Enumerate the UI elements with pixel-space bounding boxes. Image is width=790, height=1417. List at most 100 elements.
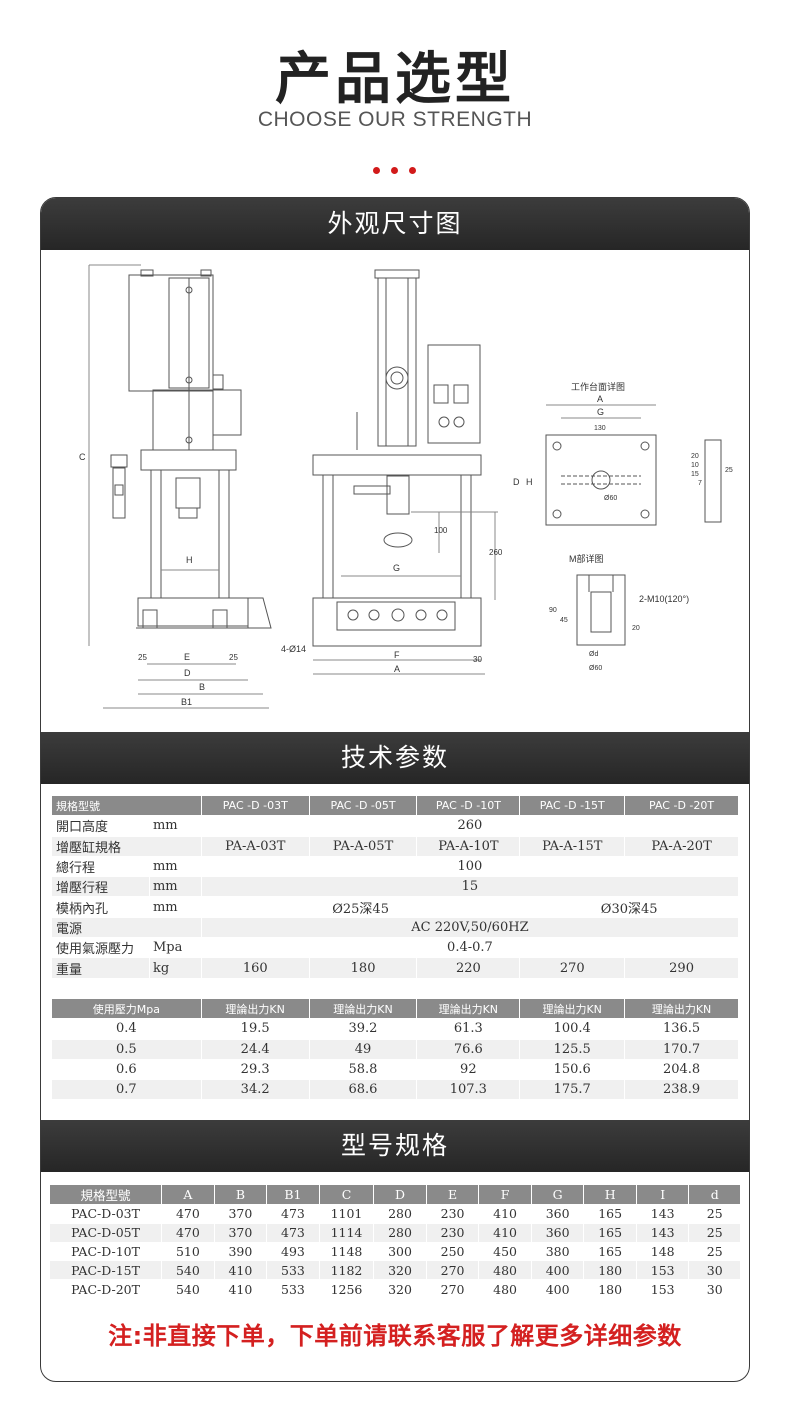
- model-header: G: [530, 1184, 585, 1205]
- label-25a: 25: [138, 653, 147, 662]
- model-header: d: [688, 1184, 741, 1205]
- model-cell: 165: [583, 1241, 637, 1262]
- spec-row-label: 增壓缸規格: [51, 835, 202, 857]
- force-cell: 39.2: [308, 1018, 418, 1040]
- force-cell: 107.3: [416, 1079, 521, 1101]
- model-cell: 480: [478, 1260, 532, 1281]
- model-cell: 380: [530, 1241, 585, 1262]
- force-cell: 136.5: [624, 1018, 739, 1040]
- spec-cell: 290: [624, 957, 739, 979]
- label-20b: 20: [632, 625, 640, 632]
- force-header: 使用壓力Mpa: [51, 997, 202, 1020]
- label-phi60: Ø60: [589, 665, 602, 672]
- spec-model: PAC -D -10T: [416, 794, 521, 817]
- label-d2: D: [513, 477, 520, 487]
- model-cell: 250: [425, 1241, 480, 1262]
- model-cell: 1256: [318, 1279, 375, 1299]
- label-h2: H: [526, 477, 533, 487]
- spec-model: PAC -D -20T: [624, 794, 739, 817]
- model-cell: 320: [373, 1279, 427, 1299]
- label-100: 100: [434, 526, 448, 535]
- model-header: 規格型號: [48, 1184, 163, 1205]
- model-cell: 30: [688, 1260, 741, 1281]
- side-view: C H E 25 25 D B B1: [79, 264, 272, 709]
- model-cell: PAC-D-20T: [48, 1279, 163, 1299]
- force-cell: 19.5: [200, 1018, 310, 1040]
- model-cell: PAC-D-10T: [48, 1241, 163, 1262]
- model-header: B1: [266, 1184, 320, 1205]
- label-c: C: [79, 452, 86, 462]
- model-cell: 410: [213, 1279, 268, 1299]
- spec-row-unit: Mpa: [148, 937, 202, 959]
- label-90: 90: [549, 607, 557, 614]
- force-cell: 34.2: [200, 1079, 310, 1101]
- spec-row-label: 開口高度: [51, 815, 150, 837]
- force-cell: 61.3: [416, 1018, 521, 1040]
- model-cell: 510: [161, 1241, 215, 1262]
- force-cell: 150.6: [519, 1058, 626, 1081]
- model-cell: 533: [266, 1279, 320, 1299]
- model-cell: 270: [425, 1279, 480, 1299]
- force-cell: 24.4: [200, 1038, 310, 1060]
- force-header: 理論出力KN: [519, 997, 626, 1020]
- spec-row-unit: mm: [148, 855, 202, 878]
- model-cell: 300: [373, 1241, 427, 1262]
- model-cell: 410: [478, 1222, 532, 1243]
- spec-row-label: 重量: [51, 957, 150, 979]
- label-45: 45: [560, 617, 568, 624]
- spec-cell: PA-A-15T: [519, 835, 626, 857]
- spec-cell: 260: [200, 815, 740, 837]
- page-title: 产品选型: [275, 47, 515, 112]
- force-cell: 0.4: [51, 1018, 202, 1040]
- model-cell: 540: [161, 1260, 215, 1281]
- spec-row-label: 使用氣源壓力: [51, 937, 150, 959]
- spec-model: PAC -D -15T: [519, 794, 626, 817]
- label-130: 130: [594, 425, 606, 432]
- model-header: C: [318, 1184, 375, 1205]
- spec-row-label: 增壓行程: [51, 876, 150, 898]
- model-cell: 320: [373, 1260, 427, 1281]
- decorative-dots: [373, 167, 417, 175]
- model-cell: 153: [635, 1279, 690, 1299]
- model-cell: 480: [478, 1279, 532, 1299]
- force-cell: 238.9: [624, 1079, 739, 1101]
- model-cell: 280: [373, 1222, 427, 1243]
- front-view: G 100 260 4-Ø14 F 30 A: [281, 269, 503, 675]
- force-cell: 29.3: [200, 1058, 310, 1081]
- force-cell: 76.6: [416, 1038, 521, 1060]
- model-cell: 1101: [318, 1204, 375, 1224]
- model-cell: 450: [478, 1241, 532, 1262]
- model-cell: 143: [635, 1204, 690, 1224]
- spec-cell: Ø30深45: [519, 896, 739, 918]
- model-header: E: [425, 1184, 480, 1205]
- label-f: F: [394, 650, 400, 660]
- model-cell: 25: [688, 1241, 741, 1262]
- force-cell: 0.7: [51, 1079, 202, 1101]
- spec-cell: PA-A-10T: [416, 835, 521, 857]
- model-cell: 360: [530, 1222, 585, 1243]
- model-cell: PAC-D-15T: [48, 1260, 163, 1281]
- label-e: E: [184, 652, 190, 662]
- spec-table: 規格型號 PAC -D -03T PAC -D -05T PAC -D -10T…: [51, 794, 740, 979]
- model-cell: 270: [425, 1260, 480, 1281]
- table-detail-title: 工作台面详图: [571, 381, 625, 392]
- force-cell: 0.6: [51, 1058, 202, 1081]
- model-cell: 230: [425, 1204, 480, 1224]
- label-20: 20: [691, 453, 699, 460]
- force-cell: 170.7: [624, 1038, 739, 1060]
- model-cell: 1182: [318, 1260, 375, 1281]
- product-card: 外观尺寸图: [40, 197, 750, 1382]
- model-cell: 400: [530, 1260, 585, 1281]
- force-header: 理論出力KN: [624, 997, 739, 1020]
- force-cell: 175.7: [519, 1079, 626, 1101]
- model-cell: 180: [583, 1279, 637, 1299]
- spec-cell: 15: [200, 876, 740, 898]
- label-a2: A: [597, 394, 603, 404]
- model-cell: 230: [425, 1222, 480, 1243]
- label-b1: B1: [181, 697, 192, 707]
- force-header: 理論出力KN: [308, 997, 418, 1020]
- model-cell: 30: [688, 1279, 741, 1299]
- model-cell: 390: [213, 1241, 268, 1262]
- label-25b: 25: [229, 653, 238, 662]
- label-d3: Ød: [589, 651, 598, 658]
